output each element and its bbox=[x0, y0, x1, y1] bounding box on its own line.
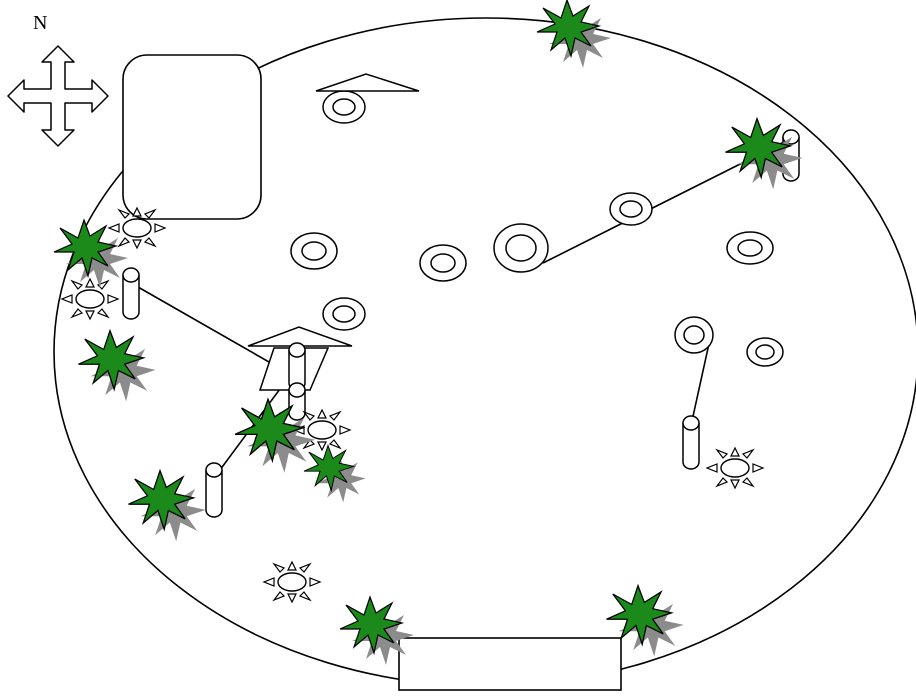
north-label: N bbox=[33, 12, 48, 34]
building-block bbox=[122, 54, 262, 220]
ring-target-icon bbox=[726, 231, 774, 265]
ring-target-icon bbox=[290, 232, 338, 270]
cylinder-post-icon bbox=[205, 462, 223, 518]
ring-target-icon bbox=[322, 297, 366, 331]
ring-target-icon bbox=[609, 192, 653, 226]
ring-targets bbox=[290, 90, 784, 367]
ring-target-icon bbox=[419, 244, 467, 282]
cylinder-post-icon bbox=[288, 382, 306, 421]
ring-target-icon bbox=[674, 316, 714, 354]
ring-target-icon bbox=[493, 223, 549, 273]
entrance-block bbox=[398, 637, 622, 691]
cylinder-post-icon bbox=[122, 267, 140, 320]
ring-target-icon bbox=[322, 90, 366, 124]
canopy-tent-icon bbox=[315, 73, 420, 92]
cylinder-post-icon bbox=[288, 342, 306, 391]
ring-target-icon bbox=[746, 337, 784, 367]
cylinder-post-icon bbox=[682, 415, 700, 470]
four-way-arrow-icon bbox=[7, 45, 109, 147]
posts bbox=[122, 129, 800, 518]
